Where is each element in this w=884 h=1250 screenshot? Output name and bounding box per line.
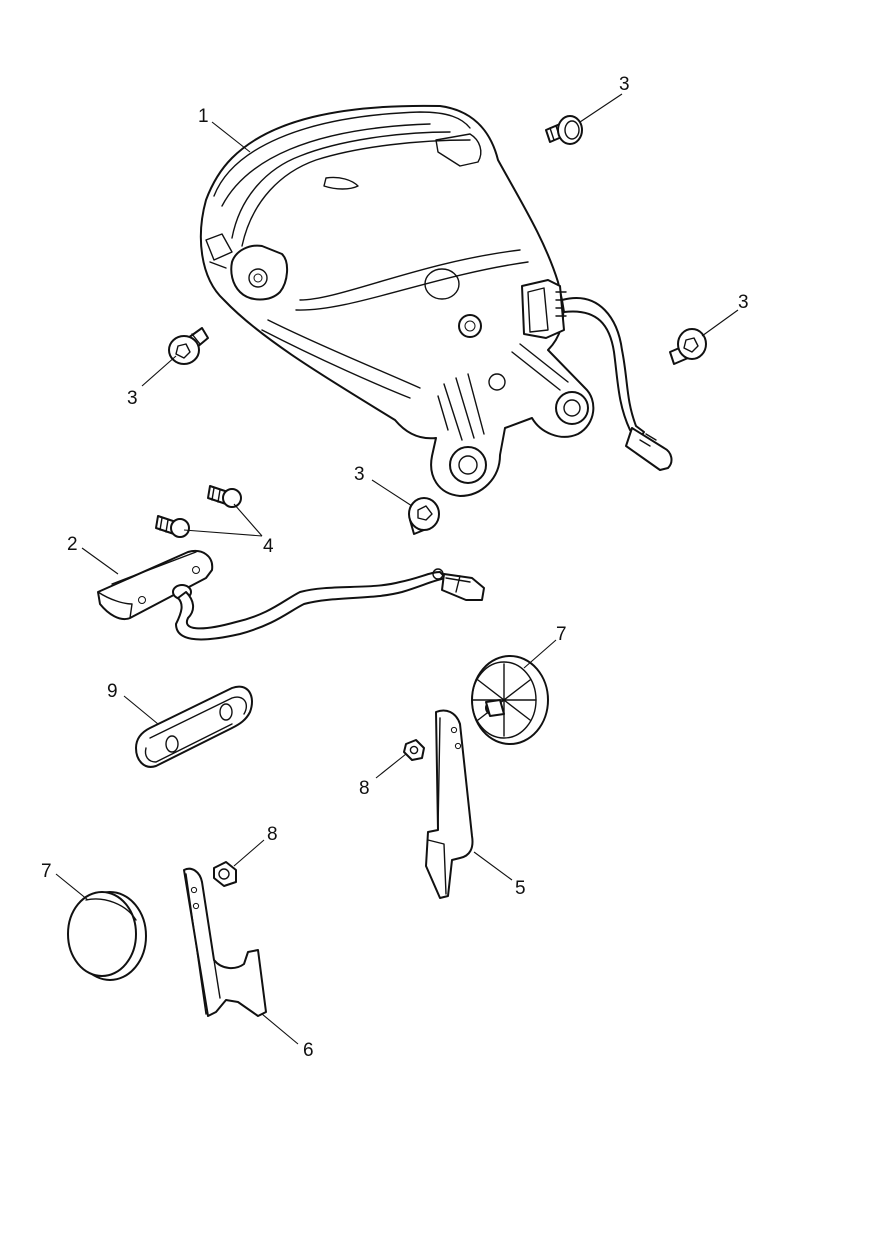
callout-8-upper: 8 [359, 778, 370, 799]
leader-lines [55, 93, 739, 1045]
nut-upper [403, 739, 425, 761]
callout-4: 4 [263, 536, 274, 557]
bracket-right [425, 709, 474, 899]
callout-5: 5 [515, 878, 526, 899]
callout-9: 9 [107, 681, 118, 702]
callout-7-lower: 7 [41, 861, 52, 882]
callout-2: 2 [67, 534, 78, 555]
bolt-upper [207, 485, 242, 508]
screw-top-right [545, 115, 583, 145]
callout-7-upper: 7 [556, 624, 567, 645]
callout-3-top: 3 [619, 74, 630, 95]
callout-3-right: 3 [738, 292, 749, 313]
gasket-plate [135, 685, 253, 768]
nut-lower [213, 861, 237, 887]
bracket-left [183, 867, 267, 1017]
screw-center [408, 497, 440, 535]
headlight-housing [199, 104, 673, 497]
bolt-lower [155, 515, 190, 538]
callout-8-lower: 8 [267, 824, 278, 845]
cap-upper [471, 655, 549, 745]
callout-1: 1 [198, 106, 209, 127]
screw-left [168, 327, 209, 365]
callout-3-center: 3 [354, 464, 365, 485]
cap-lower [67, 891, 147, 981]
callout-3-left: 3 [127, 388, 138, 409]
callout-6: 6 [303, 1040, 314, 1061]
callout-numbers: 1 3 3 3 3 4 2 7 9 8 8 7 5 6 [41, 74, 749, 1061]
plate-lamp [97, 550, 485, 641]
screw-right [669, 328, 707, 365]
